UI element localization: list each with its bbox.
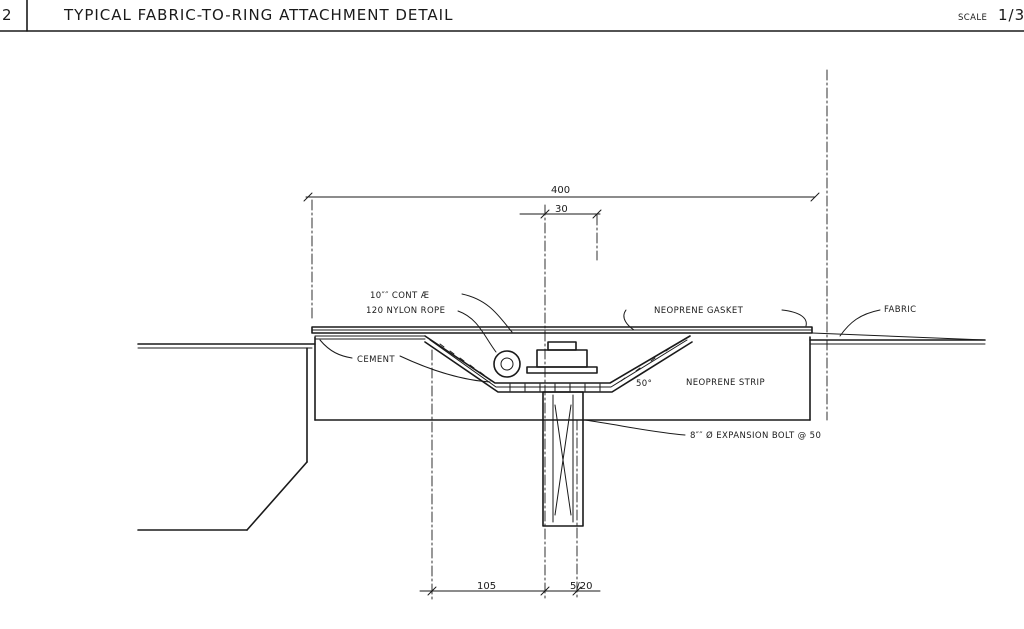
fabric-membrane xyxy=(311,326,986,341)
detail-title: TYPICAL FABRIC-TO-RING ATTACHMENT DETAIL xyxy=(63,6,453,24)
label-nylon-rope: 120 NYLON ROPE xyxy=(366,306,445,316)
concrete-ring-beam xyxy=(137,336,986,531)
dim-overall-text: 400 xyxy=(551,185,570,196)
label-cont-plate: 10″″ CONT Æ xyxy=(370,291,429,301)
bolt-washer xyxy=(526,366,598,374)
nylon-rope xyxy=(493,350,521,378)
label-cement: CEMENT xyxy=(357,355,395,365)
dimension-bottom: 105 5/20 xyxy=(419,581,601,596)
dim-top-offset-text: 30 xyxy=(555,204,568,215)
label-neoprene-gasket: NEOPRENE GASKET xyxy=(654,306,744,316)
leader-lines xyxy=(319,293,881,436)
dim-bottom-right-text: 5/20 xyxy=(570,581,592,592)
dimension-top-offset: 30 xyxy=(519,204,602,219)
expansion-anchor xyxy=(542,391,584,527)
callouts: 10″″ CONT Æ 120 NYLON ROPE NEOPRENE GASK… xyxy=(357,291,917,441)
label-neoprene-strip: NEOPRENE STRIP xyxy=(686,378,765,388)
label-fabric: FABRIC xyxy=(884,305,917,315)
label-expansion-bolt: 8″″ Ø EXPANSION BOLT @ 50 xyxy=(690,430,821,441)
anchor-bolt-assembly xyxy=(526,341,598,527)
construction-lines xyxy=(311,69,828,601)
scale-value: 1/3 xyxy=(998,6,1024,24)
bolt-nut xyxy=(536,349,588,368)
label-angle: 50° xyxy=(636,379,652,389)
scale-label: SCALE xyxy=(958,13,987,23)
detail-number: 2 xyxy=(2,6,13,24)
dim-bottom-left-text: 105 xyxy=(477,581,496,592)
title-block: 2 TYPICAL FABRIC-TO-RING ATTACHMENT DETA… xyxy=(0,0,1024,32)
bolt-head xyxy=(547,341,577,351)
dimension-overall: 400 xyxy=(303,185,820,202)
